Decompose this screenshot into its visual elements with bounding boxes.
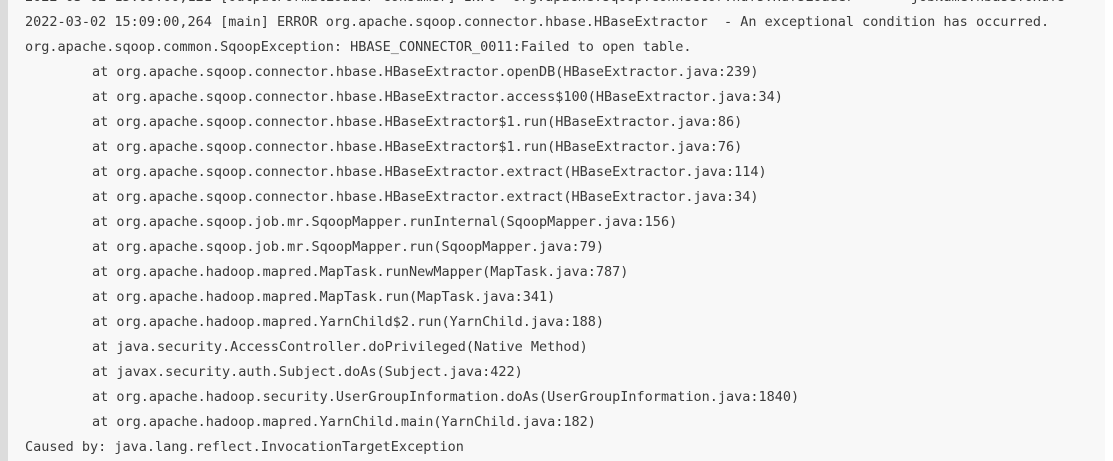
stack-frame-line: at org.apache.sqoop.connector.hbase.HBas… [92,114,743,130]
stack-frame-line: at org.apache.sqoop.connector.hbase.HBas… [92,89,783,105]
stack-frame-line: at javax.security.auth.Subject.doAs(Subj… [92,364,523,380]
stack-trace-code-block: 2022-03-02 15:09:00,121 [OutputFormatLoa… [8,0,1105,461]
stack-frame-line: at java.security.AccessController.doPriv… [92,339,588,355]
stack-frame-line: at org.apache.sqoop.connector.hbase.HBas… [92,189,759,205]
stack-frame-line: at org.apache.sqoop.job.mr.SqoopMapper.r… [92,239,605,255]
stack-frame-line: at org.apache.hadoop.mapred.MapTask.run(… [92,289,556,305]
stack-frame-line: at org.apache.hadoop.mapred.YarnChild$2.… [92,314,605,330]
stack-frame-line: at org.apache.sqoop.connector.hbase.HBas… [92,164,767,180]
stack-frame-line: at org.apache.hadoop.mapred.YarnChild.ma… [92,414,596,430]
error-log-line: 2022-03-02 15:09:00,264 [main] ERROR org… [25,14,1050,30]
stack-frame-line: at org.apache.hadoop.mapred.MapTask.runN… [92,264,629,280]
stack-frame-line: at org.apache.sqoop.connector.hbase.HBas… [92,139,743,155]
stack-frame-line: at org.apache.sqoop.connector.hbase.HBas… [92,64,759,80]
partial-log-line: 2022-03-02 15:09:00,121 [OutputFormatLoa… [25,0,1065,10]
page-right-margin [1105,0,1113,461]
stack-frame-line: at org.apache.sqoop.job.mr.SqoopMapper.r… [92,214,678,230]
code-block-left-border [0,0,8,461]
exception-line: org.apache.sqoop.common.SqoopException: … [25,39,692,55]
stack-frame-line: at org.apache.hadoop.security.UserGroupI… [92,389,800,405]
caused-by-line: Caused by: java.lang.reflect.InvocationT… [25,439,464,455]
